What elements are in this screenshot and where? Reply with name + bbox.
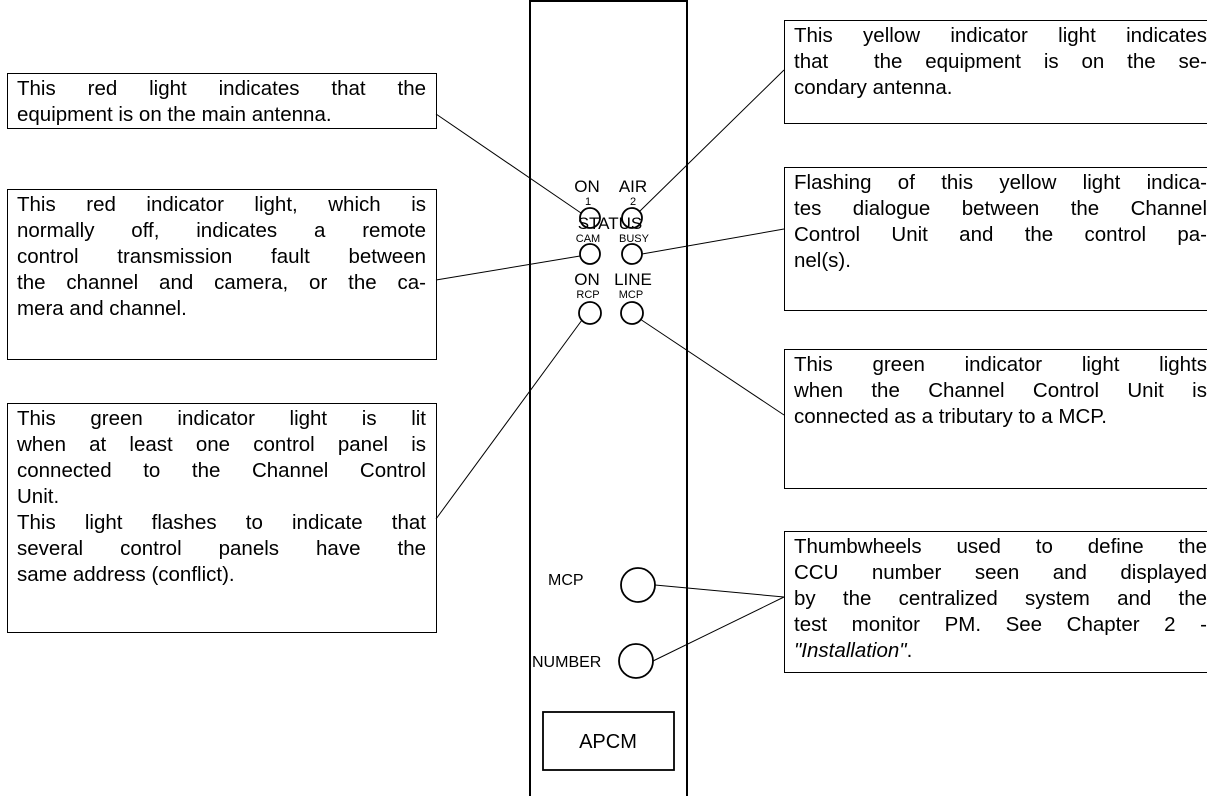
callout-line: Unit. xyxy=(17,485,60,508)
callout-line: same address (conflict). xyxy=(17,563,235,586)
callout-transmission-fault: This red indicator light, which is norma… xyxy=(7,189,437,360)
leader-thumbwheel-number xyxy=(652,596,785,662)
leader-busy xyxy=(641,228,785,255)
callout-line: Thumbwheels used to define the xyxy=(794,535,1207,558)
rcp-sublabel: RCP xyxy=(576,289,599,301)
callout-line: equipment is on the main antenna. xyxy=(17,103,332,126)
leader-thumbwheel-mcp xyxy=(654,584,785,598)
apcm-label-box xyxy=(542,711,675,771)
callout-thumbwheels: Thumbwheels used to define the CCU numbe… xyxy=(784,531,1207,673)
led-on-label: ON xyxy=(574,177,600,196)
callout-rcp-on: This green indicator light is lit when a… xyxy=(7,403,437,633)
busy-sublabel: BUSY xyxy=(619,233,650,245)
leader-secondary-antenna xyxy=(639,69,785,212)
mcp-sublabel: MCP xyxy=(619,289,643,301)
callout-line-mcp: This green indicator light lights when t… xyxy=(784,349,1207,489)
main-antenna-led xyxy=(579,207,601,229)
callout-line: Control Unit and the control pa- xyxy=(794,223,1207,246)
callout-line: tes dialogue between the Channel xyxy=(794,197,1207,220)
number-thumbwheel[interactable] xyxy=(618,643,654,679)
line-mcp-led xyxy=(620,301,644,325)
callout-line: "Installation". xyxy=(794,638,1207,664)
callout-line: This green indicator light is lit xyxy=(17,407,426,430)
callout-line: connected as a tributary to a MCP. xyxy=(794,405,1107,428)
callout-line: connected to the Channel Control xyxy=(17,459,426,482)
leader-rcp-on xyxy=(435,319,583,520)
callout-line: normally off, indicates a remote xyxy=(17,219,426,242)
callout-line: mera and channel. xyxy=(17,297,187,320)
callout-line: the channel and camera, or the ca- xyxy=(17,271,426,294)
callout-busy: Flashing of this yellow light indica- te… xyxy=(784,167,1207,311)
callout-line: when at least one control panel is xyxy=(17,433,426,456)
callout-line: This yellow indicator light indicates xyxy=(794,24,1207,47)
cam-sublabel: CAM xyxy=(576,233,600,245)
callout-line: This red indicator light, which is xyxy=(17,193,426,216)
callout-line: This red light indicates that the xyxy=(17,77,426,100)
busy-status-led xyxy=(621,243,643,265)
led-1-sublabel: 1 xyxy=(585,196,591,208)
rcp-on-label: ON xyxy=(574,270,600,289)
rcp-on-led xyxy=(578,301,602,325)
led-air-label: AIR xyxy=(619,177,647,196)
callout-line: when the Channel Control Unit is xyxy=(794,379,1207,402)
callout-line: several control panels have the xyxy=(17,537,426,560)
led-2-sublabel: 2 xyxy=(630,196,636,208)
callout-line: control transmission fault between xyxy=(17,245,426,268)
callout-line: by the centralized system and the xyxy=(794,587,1207,610)
callout-line: condary antenna. xyxy=(794,76,953,99)
status-label: STATUS xyxy=(578,214,643,233)
leader-transmission-fault xyxy=(435,255,581,281)
mcp-thumbwheel[interactable] xyxy=(620,567,656,603)
secondary-antenna-led xyxy=(621,207,643,229)
callout-secondary-antenna: This yellow indicator light indicates th… xyxy=(784,20,1207,124)
callout-line: This light flashes to indicate that xyxy=(17,511,426,534)
callout-line: This green indicator light lights xyxy=(794,353,1207,376)
callout-line: that the equipment is on the se- xyxy=(794,50,1207,73)
thumbwheel-number-label: NUMBER xyxy=(532,654,601,671)
callout-main-antenna: This red light indicates that the equipm… xyxy=(7,73,437,129)
installation-reference: "Installation" xyxy=(794,639,907,662)
cam-status-led xyxy=(579,243,601,265)
leader-main-antenna xyxy=(435,113,582,214)
callout-line: test monitor PM. See Chapter 2 - xyxy=(794,613,1207,636)
callout-line: nel(s). xyxy=(794,249,851,272)
period: . xyxy=(906,639,913,662)
leader-line-mcp xyxy=(639,318,785,416)
callout-line: Flashing of this yellow light indica- xyxy=(794,171,1207,194)
apcm-label: APCM xyxy=(579,731,637,753)
line-label: LINE xyxy=(614,270,652,289)
callout-line: CCU number seen and displayed xyxy=(794,561,1207,584)
thumbwheel-mcp-label: MCP xyxy=(548,572,584,589)
